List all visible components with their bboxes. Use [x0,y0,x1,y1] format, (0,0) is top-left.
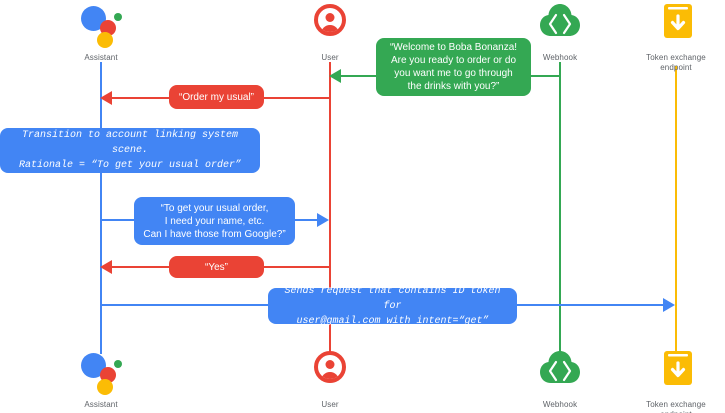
user-head-bottom [325,360,335,369]
cloud-shape-bottom [540,351,580,384]
actor-label-user-bottom: User [321,400,339,409]
assistant-dot-yellow-bottom [97,379,113,395]
user-avatar-icon [302,4,358,50]
user-head [325,13,335,22]
message-bubble-ask-for-name[interactable]: “To get your usual order, I need your na… [134,197,295,245]
token-box-shape-bottom [664,351,692,385]
lifeline-webhook [559,62,561,354]
actor-assistant-bottom[interactable]: Assistant [46,351,156,410]
user-body-bottom [321,372,339,379]
token-box-shape [664,4,692,38]
actor-webhook-bottom[interactable]: Webhook [505,351,615,410]
user-body [321,25,339,32]
actor-label-webhook: Webhook [542,53,578,62]
user-ring [314,4,346,36]
actor-webhook-top[interactable]: Webhook [505,4,615,63]
download-box-icon [648,4,704,50]
actor-label-assistant: Assistant [84,53,118,62]
actor-label-token-endpoint-bottom: Token exchange endpoint [646,400,706,413]
msg-arrow-yes [100,260,112,274]
message-bubble-transition-note[interactable]: Transition to account linking system sce… [0,128,260,173]
actor-user-top[interactable]: User [275,4,385,63]
message-bubble-sends-request[interactable]: Sends request that contains ID token for… [268,286,517,327]
message-bubble-yes[interactable]: “Yes” [169,256,264,278]
msg-arrow-welcome [329,69,341,83]
cloud-code-icon-bottom [532,351,588,397]
actor-label-user: User [321,53,339,62]
cloud-shape [540,4,580,37]
lifeline-assistant [100,62,102,354]
actor-label-assistant-bottom: Assistant [84,400,118,409]
msg-arrow-ask-for-name [317,213,329,227]
download-box-icon-bottom [648,351,704,397]
message-bubble-order-my-usual[interactable]: “Order my usual” [169,85,264,109]
message-bubble-welcome[interactable]: “Welcome to Boba Bonanza! Are you ready … [376,38,531,96]
actor-user-bottom[interactable]: User [275,351,385,410]
assistant-dot-green-bottom [114,360,122,368]
actor-token-endpoint-bottom[interactable]: Token exchange endpoint [621,351,725,413]
cloud-code-icon [532,4,588,50]
actor-label-webhook-bottom: Webhook [542,400,578,409]
msg-arrow-order-my-usual [100,91,112,105]
user-ring-bottom [314,351,346,383]
lifeline-token-endpoint [675,66,677,354]
assistant-dot-yellow [97,32,113,48]
user-avatar-icon-bottom [302,351,358,397]
google-assistant-icon-bottom [73,351,129,397]
actor-token-endpoint-top[interactable]: Token exchange endpoint [621,4,725,73]
msg-arrow-sends-request [663,298,675,312]
actor-label-token-endpoint: Token exchange endpoint [646,53,706,72]
google-assistant-icon [73,4,129,50]
actor-assistant-top[interactable]: Assistant [46,4,156,63]
assistant-dot-green [114,13,122,21]
lifeline-user [329,62,331,354]
